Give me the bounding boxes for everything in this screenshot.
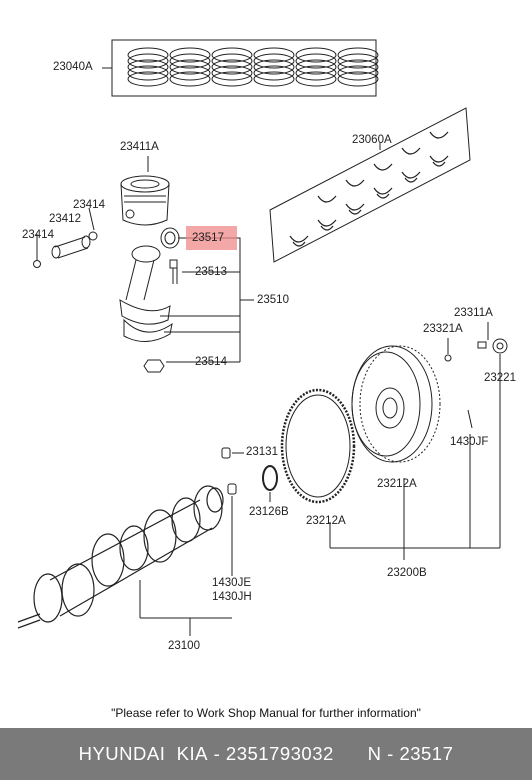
label-pilot-bearing: 23311A <box>454 307 493 319</box>
label-rings-set: 23040A <box>53 61 93 73</box>
footer-ref: N - 23517 <box>367 743 454 764</box>
footer-part-number: 2351793032 <box>225 743 334 764</box>
label-conrod-assy: 23510 <box>257 294 289 306</box>
highlight-23517 <box>186 226 237 250</box>
piston-rings-group <box>102 39 379 97</box>
label-dowel-pin: 1430JF <box>450 436 489 448</box>
flywheel-drawing <box>351 345 441 463</box>
piston-drawing <box>120 156 170 226</box>
label-key-1: 1430JE <box>212 577 252 589</box>
label-snap-ring-lower: 23414 <box>22 229 54 241</box>
footer-bar: HYUNDAI KIA - 2351793032 N - 23517 <box>0 728 532 780</box>
label-conrod-bolt: 23513 <box>195 266 227 278</box>
workshop-note: "Please refer to Work Shop Manual for fu… <box>111 706 421 720</box>
label-piston: 23411A <box>120 141 159 153</box>
label-flywheel-assy: 23200B <box>387 567 427 579</box>
label-bolt-a: 23321A <box>423 323 463 335</box>
label-flywheel: 23212A <box>377 478 417 490</box>
label-ring-gear: 23212A <box>306 515 346 527</box>
label-crank-seal: 23126B <box>249 506 289 518</box>
footer-gap <box>334 743 368 765</box>
connecting-rod-drawing <box>119 245 173 342</box>
label-key-2: 1430JH <box>212 591 252 603</box>
label-bushing: 23517 <box>192 232 224 244</box>
label-bearing-set: 23060A <box>352 134 392 146</box>
crankshaft-drawing <box>17 485 224 629</box>
label-crankshaft: 23100 <box>168 640 200 652</box>
label-piston-pin: 23412 <box>49 213 81 225</box>
ring-gear-drawing <box>280 388 356 504</box>
bearing-shells-group <box>269 107 471 263</box>
footer-brand: HYUNDAI KIA <box>78 743 208 764</box>
label-bolt-b: 23221 <box>484 372 516 384</box>
label-conrod-nut: 23514 <box>195 356 227 368</box>
label-oil-seal-sub: 23131 <box>246 446 278 458</box>
exploded-parts-diagram <box>17 39 508 636</box>
footer-separator: - <box>207 743 226 764</box>
label-snap-ring-upper: 23414 <box>73 199 105 211</box>
